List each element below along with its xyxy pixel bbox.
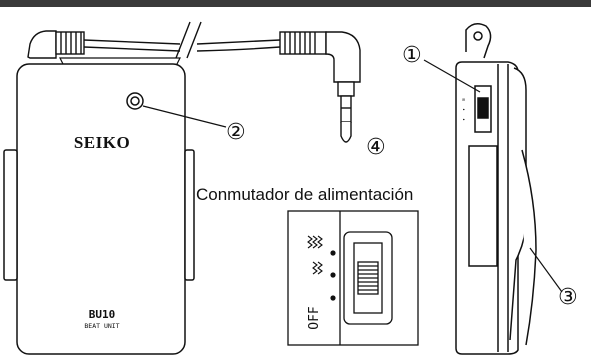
model-label: BU10 [89,308,116,321]
cable [83,21,281,59]
leader-2 [142,105,227,128]
switch-caption: Conmutador de alimentación [196,185,413,204]
switch-dot-2 [330,272,336,278]
leader-1 [423,59,481,93]
wave-symbol-small [312,261,323,275]
side-switch-mark-3: • [460,118,466,121]
device-side [455,23,537,355]
side-switch-mark-2: • [460,108,466,111]
plug-right [279,31,361,143]
leader-3 [529,247,563,293]
callout-4: ④ [366,134,386,159]
side-switch-mark-1: ≋ [460,98,466,101]
switch-detail [287,210,419,346]
wave-symbol-large [307,235,323,249]
off-label: OFF [307,306,322,330]
top-banner [0,0,591,7]
device-front [3,57,195,355]
callout-1: ① [402,42,422,67]
switch-dot-3 [330,295,336,301]
callout-2: ② [226,119,246,144]
model-subtitle: BEAT UNIT [84,322,119,330]
brand-label: SEIKO [74,133,130,152]
cable-left-plug [27,30,85,59]
switch-dot-1 [330,250,336,256]
callout-3: ③ [558,284,578,309]
